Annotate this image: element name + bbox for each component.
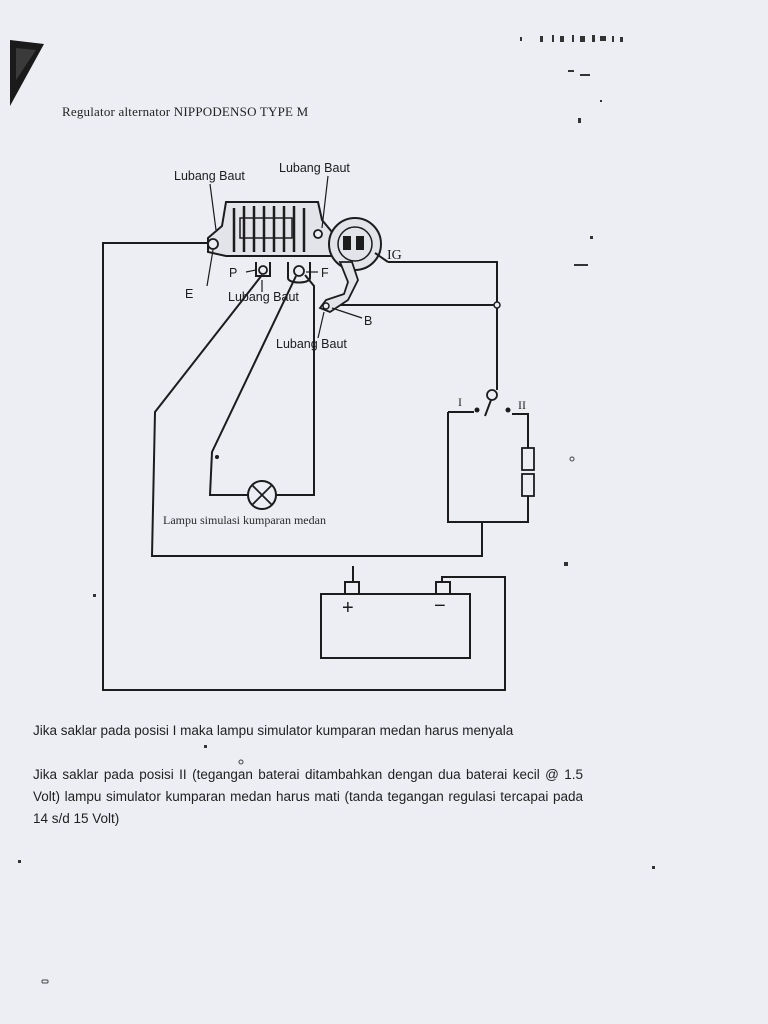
label-switch-pos-1: I: [458, 395, 462, 409]
document-title: Regulator alternator NIPPODENSO TYPE M: [62, 104, 309, 119]
corner-mark: [10, 40, 44, 106]
label-battery-plus: +: [342, 597, 354, 619]
label-lubang-baut-2: Lubang Baut: [279, 161, 350, 175]
wire-p: [150, 274, 483, 557]
label-terminal-e: E: [185, 287, 193, 301]
wire-ig: [388, 261, 498, 390]
small-battery-1: [521, 447, 535, 471]
label-lamp-caption: Lampu simulasi kumparan medan: [163, 513, 326, 527]
lamp-symbol: [247, 480, 277, 510]
label-terminal-p: P: [229, 266, 237, 280]
regulator-unit: [207, 201, 389, 314]
label-lubang-baut-3: Lubang Baut: [228, 290, 299, 304]
label-terminal-b: B: [364, 314, 372, 328]
battery-symbol: [320, 581, 471, 659]
switch-contact-2: [505, 407, 511, 413]
wire-f-a: [208, 275, 297, 496]
wire-ground: [102, 242, 506, 691]
label-terminal-ig: IG: [387, 248, 402, 263]
instruction-paragraph-2: Jika saklar pada posisi II (tegangan bat…: [33, 767, 583, 826]
label-switch-pos-2: II: [518, 398, 526, 412]
label-lubang-baut-1: Lubang Baut: [174, 169, 245, 183]
switch-pivot: [486, 389, 498, 401]
wire-switch-box: [447, 412, 529, 523]
small-battery-2: [521, 473, 535, 497]
label-battery-minus: −: [434, 595, 446, 617]
label-terminal-f: F: [321, 266, 329, 280]
wire-switch-pos2: [512, 413, 529, 448]
label-lubang-baut-4: Lubang Baut: [276, 337, 347, 351]
switch-blade: [484, 399, 492, 417]
instruction-paragraph-1: Jika saklar pada posisi I maka lampu sim…: [33, 723, 514, 738]
switch-contact-1: [474, 407, 480, 413]
